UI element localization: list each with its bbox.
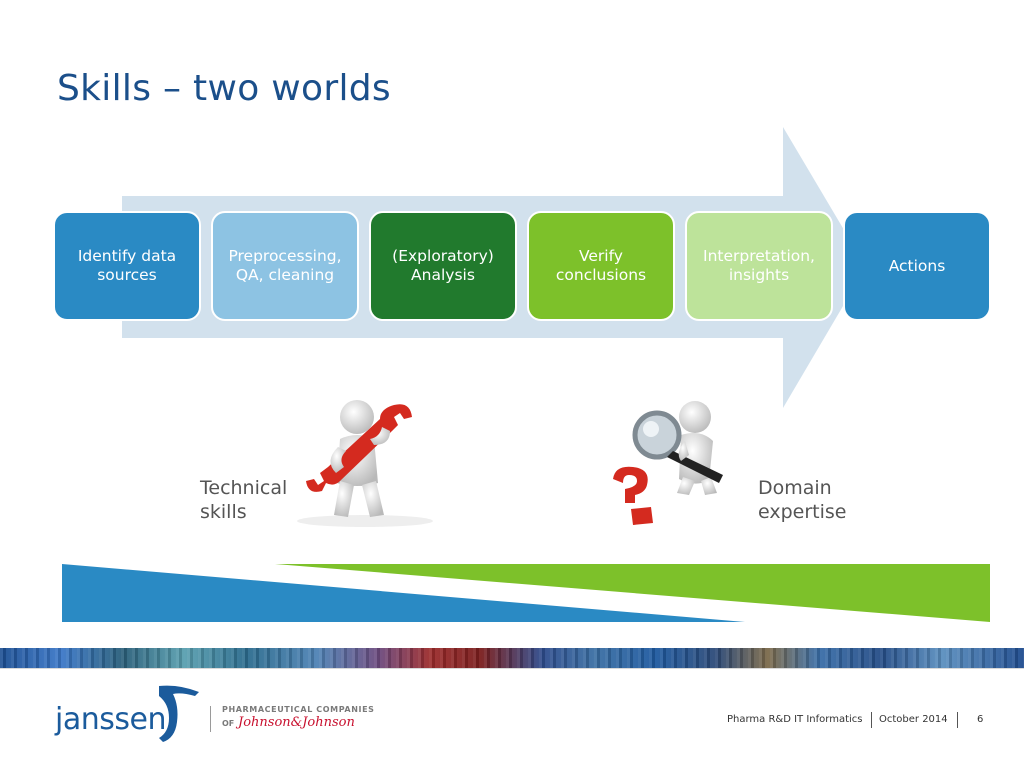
pharma-companies-text: PHARMACEUTICAL COMPANIES [222,705,375,714]
step-verify-conclusions: Verify conclusions [527,211,675,321]
page-number: 6 [977,714,984,725]
technical-skills-label: Technical skills [200,477,288,523]
step-actions: Actions [843,211,991,321]
footer-divider [0,668,1024,669]
magnifier-figure-icon [613,401,723,525]
footer-separator [871,712,872,728]
parent-company: Johnson&Johnson [238,715,355,730]
footer-separator [957,712,958,728]
question-mark-icon [613,466,653,525]
wrench-figure-icon [297,400,433,527]
company-name: janssen [55,702,166,737]
step-identify-data-sources: Identify data sources [53,211,201,321]
domain-expertise-label: Domain expertise [758,477,847,523]
step-preprocessing: Preprocessing, QA, cleaning [211,211,359,321]
of-text: OF [222,719,235,728]
department-text: Pharma R&D IT Informatics [727,714,863,725]
logo-divider [210,706,211,732]
technical-wedge [62,564,745,622]
step-exploratory-analysis: (Exploratory) Analysis [369,211,517,321]
step-interpretation-insights: Interpretation, insights [685,211,833,321]
domain-wedge [275,564,990,622]
decorative-strip [0,648,1024,668]
janssen-logo-icon [159,685,199,742]
slide-title: Skills – two worlds [57,68,391,109]
date-text: October 2014 [879,714,948,725]
